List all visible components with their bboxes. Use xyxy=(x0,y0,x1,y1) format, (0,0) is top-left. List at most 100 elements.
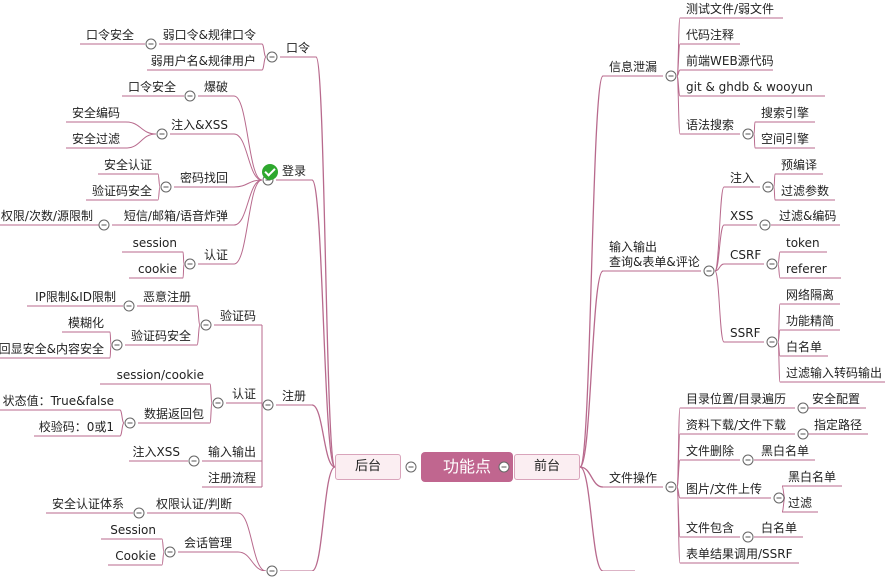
topic-label[interactable]: 代码注释 xyxy=(686,28,735,42)
collapse-toggle-icon[interactable] xyxy=(766,336,778,348)
topic-label[interactable]: 指定路径 xyxy=(814,418,863,432)
topic-label[interactable]: 黑白名单 xyxy=(788,470,837,484)
topic-label[interactable]: 注入 xyxy=(730,171,755,185)
topic-label[interactable]: 注册 xyxy=(281,389,306,403)
topic-label[interactable]: 口令安全 xyxy=(85,28,134,42)
topic-label[interactable]: 权限/次数/源限制 xyxy=(0,209,93,223)
topic-label[interactable]: session xyxy=(132,236,177,250)
topic-label[interactable]: CSRF xyxy=(730,248,762,262)
collapse-toggle-icon[interactable] xyxy=(111,339,123,351)
topic-label[interactable]: 文件删除 xyxy=(686,444,735,458)
collapse-toggle-icon[interactable] xyxy=(665,70,677,82)
collapse-toggle-icon[interactable] xyxy=(145,38,157,50)
topic-label[interactable]: 白名单 xyxy=(786,340,823,354)
topic-label[interactable]: token xyxy=(786,236,820,250)
topic-label[interactable]: 安全认证体系 xyxy=(51,497,124,511)
collapse-toggle-icon[interactable] xyxy=(766,258,778,270)
topic-label[interactable]: 权限认证/判断 xyxy=(155,497,232,511)
topic-label[interactable]: 验证码安全 xyxy=(91,184,152,198)
topic-label[interactable]: referer xyxy=(786,262,827,276)
topic-label[interactable]: 过滤参数 xyxy=(781,184,830,198)
collapse-toggle-icon[interactable] xyxy=(123,300,135,312)
collapse-toggle-icon[interactable] xyxy=(124,417,136,429)
topic-label[interactable]: 图片/文件上传 xyxy=(686,482,763,496)
collapse-toggle-icon[interactable] xyxy=(266,51,278,63)
topic-label[interactable]: 过滤输入转码输出 xyxy=(786,366,883,380)
topic-label[interactable]: 安全认证 xyxy=(103,158,152,172)
topic-label[interactable]: 状态值：True&false xyxy=(2,394,114,408)
collapse-toggle-icon[interactable] xyxy=(200,319,212,331)
topic-label[interactable]: 模糊化 xyxy=(67,316,104,330)
topic-label[interactable]: 过滤&编码 xyxy=(779,209,837,223)
topic-label[interactable]: 短信/邮箱/语音炸弹 xyxy=(123,209,228,223)
topic-label[interactable]: XSS xyxy=(730,209,754,223)
topic-label[interactable]: 安全过滤 xyxy=(71,132,120,146)
topic-label[interactable]: 验证码 xyxy=(219,309,256,323)
collapse-toggle-icon[interactable] xyxy=(98,219,110,231)
topic-label[interactable]: 回显安全&内容安全 xyxy=(0,342,104,356)
collapse-toggle-icon[interactable] xyxy=(405,461,417,473)
topic-label[interactable]: 注册流程 xyxy=(207,471,256,485)
collapse-toggle-icon[interactable] xyxy=(797,428,809,440)
collapse-toggle-icon[interactable] xyxy=(160,181,172,193)
collapse-toggle-icon[interactable] xyxy=(156,128,168,140)
collapse-toggle-icon[interactable] xyxy=(184,90,196,102)
topic-label[interactable]: Session xyxy=(110,523,156,537)
topic-label[interactable]: IP限制&ID限制 xyxy=(35,290,116,304)
topic-label[interactable]: 文件操作 xyxy=(609,471,658,485)
topic-label[interactable]: 爆破 xyxy=(203,80,228,94)
topic-label[interactable]: 预编译 xyxy=(781,158,818,172)
right-root-node[interactable]: 前台 xyxy=(514,454,580,480)
collapse-toggle-icon[interactable] xyxy=(184,258,196,270)
topic-label[interactable]: 查询&表单&评论 xyxy=(609,255,700,269)
topic-label[interactable]: 网络隔离 xyxy=(786,288,835,302)
topic-label[interactable]: 黑白名单 xyxy=(761,444,810,458)
topic-label[interactable]: 认证 xyxy=(203,248,228,262)
left-root-node[interactable]: 后台 xyxy=(335,454,401,480)
topic-label[interactable]: 数据返回包 xyxy=(143,407,204,421)
collapse-toggle-icon[interactable] xyxy=(262,399,274,411)
topic-label[interactable]: 会话管理 xyxy=(183,536,232,550)
topic-label[interactable]: SSRF xyxy=(730,326,761,340)
topic-label[interactable]: 过滤 xyxy=(788,496,813,510)
topic-label[interactable]: 测试文件/弱文件 xyxy=(686,2,775,16)
collapse-toggle-icon[interactable] xyxy=(665,481,677,493)
topic-label[interactable]: 注入&XSS xyxy=(171,118,228,132)
topic-label[interactable]: 目录位置/目录遍历 xyxy=(686,392,787,406)
collapse-toggle-icon[interactable] xyxy=(212,397,224,409)
topic-label[interactable]: 恶意注册 xyxy=(142,290,191,304)
collapse-toggle-icon[interactable] xyxy=(762,181,774,193)
topic-label[interactable]: 注入XSS xyxy=(132,445,180,459)
topic-label[interactable]: 信息泄漏 xyxy=(609,60,658,74)
collapse-toggle-icon[interactable] xyxy=(188,455,200,467)
collapse-toggle-icon[interactable] xyxy=(164,546,176,558)
topic-label[interactable]: 弱用户名&规律用户 xyxy=(150,54,256,68)
collapse-toggle-icon[interactable] xyxy=(742,454,754,466)
topic-label[interactable]: 文件包含 xyxy=(686,521,735,535)
collapse-toggle-icon[interactable] xyxy=(797,402,809,414)
topic-label[interactable]: 语法搜索 xyxy=(686,118,735,132)
topic-label[interactable]: 搜索引擎 xyxy=(761,106,810,120)
topic-label[interactable]: 白名单 xyxy=(761,521,798,535)
topic-label[interactable]: 口令 xyxy=(285,41,310,55)
topic-label[interactable]: Cookie xyxy=(115,549,156,563)
topic-label[interactable]: 校验码：0或1 xyxy=(38,420,114,434)
topic-label[interactable]: 前端WEB源代码 xyxy=(686,54,774,68)
collapse-toggle-icon[interactable] xyxy=(703,265,715,277)
topic-label[interactable]: 认证 xyxy=(231,387,256,401)
collapse-toggle-icon[interactable] xyxy=(742,128,754,140)
topic-label[interactable]: 表单结果调用/SSRF xyxy=(686,547,793,561)
topic-label[interactable]: session/cookie xyxy=(116,368,204,382)
topic-label[interactable]: 安全编码 xyxy=(71,106,120,120)
topic-label[interactable]: cookie xyxy=(138,262,177,276)
topic-label[interactable]: 安全配置 xyxy=(812,392,861,406)
topic-label[interactable]: 登录 xyxy=(281,164,306,178)
collapse-toggle-icon[interactable] xyxy=(742,531,754,543)
topic-label[interactable]: 弱口令&规律口令 xyxy=(162,28,256,42)
collapse-toggle-icon[interactable] xyxy=(498,461,510,473)
topic-label[interactable]: 空间引擎 xyxy=(761,132,810,146)
topic-label[interactable]: 输入输出 xyxy=(609,240,658,254)
topic-label[interactable]: 口令安全 xyxy=(127,80,176,94)
central-topic[interactable]: 功能点 xyxy=(421,452,513,482)
collapse-toggle-icon[interactable] xyxy=(773,492,785,504)
